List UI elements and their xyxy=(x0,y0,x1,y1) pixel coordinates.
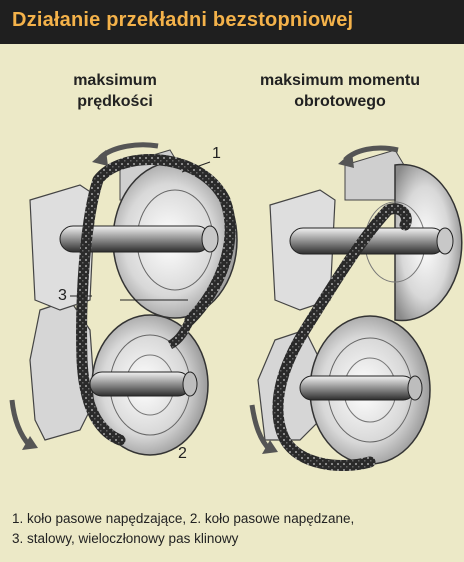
driven-shaft xyxy=(300,376,415,400)
figure-caption: 1. koło pasowe napędzające, 2. koło paso… xyxy=(12,509,452,549)
left-pulley-assembly xyxy=(12,145,237,455)
driven-shaft xyxy=(90,372,190,396)
callout-label-1: 1 xyxy=(212,145,221,163)
right-pulley-assembly xyxy=(252,148,462,465)
caption-line: 3. stalowy, wieloczłonowy pas klinowy xyxy=(12,529,452,549)
rotation-arrow-icon xyxy=(12,400,30,446)
callout-label-3: 3 xyxy=(58,287,67,305)
callout-label-2: 2 xyxy=(178,445,187,463)
caption-line: 1. koło pasowe napędzające, 2. koło paso… xyxy=(12,509,452,529)
